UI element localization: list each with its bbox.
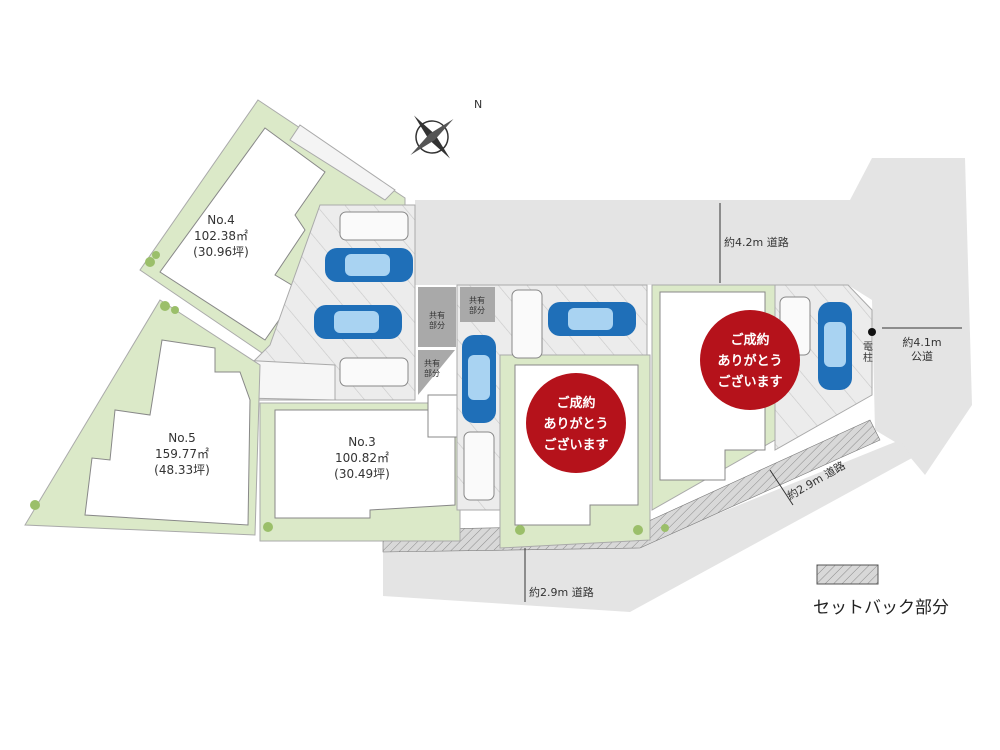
lot-5-building bbox=[84, 339, 251, 526]
lot-4-name: No.4 bbox=[207, 213, 235, 227]
lot-5-area: 159.77㎡ bbox=[155, 447, 209, 461]
lot-5-tsubo: (48.33坪) bbox=[154, 463, 210, 477]
east-road-width: 約4.1m bbox=[902, 335, 941, 349]
svg-text:ありがとう: ありがとう bbox=[717, 353, 782, 369]
utility-pole-label: 柱 bbox=[863, 351, 873, 364]
setback-legend-label: セットバック部分 bbox=[813, 598, 949, 618]
blue-car-cabin bbox=[345, 254, 390, 276]
shared-label: 部分 bbox=[429, 320, 445, 330]
white-car bbox=[511, 289, 543, 359]
north-road-label: 約4.2m 道路 bbox=[724, 235, 789, 249]
white-car bbox=[463, 431, 495, 501]
lot-5-name: No.5 bbox=[168, 431, 196, 445]
north-road bbox=[415, 158, 972, 475]
shared-part-1 bbox=[418, 287, 456, 347]
lot-4-tsubo: (30.96坪) bbox=[193, 245, 249, 259]
lot-3-name: No.3 bbox=[348, 435, 376, 449]
utility-pole-icon bbox=[868, 328, 876, 336]
cars bbox=[314, 211, 852, 501]
svg-text:ございます: ございます bbox=[543, 437, 608, 453]
blue-car-cabin bbox=[824, 322, 846, 367]
lot-4-building bbox=[159, 127, 326, 341]
white-car bbox=[339, 211, 409, 241]
compass-icon bbox=[410, 115, 454, 159]
south-road bbox=[383, 440, 912, 612]
shared-label: 共有 bbox=[429, 310, 445, 320]
stairs-north bbox=[289, 124, 396, 201]
trees bbox=[30, 251, 669, 535]
sold-badge-middle: ご成約 ありがとう ございます bbox=[526, 373, 626, 473]
lot-4-area: 102.38㎡ bbox=[194, 229, 248, 243]
compass-north-label: N bbox=[474, 98, 482, 111]
blue-car-cabin bbox=[568, 308, 613, 330]
shared-part-2 bbox=[460, 287, 495, 322]
white-car bbox=[339, 357, 409, 387]
east-road-type: 公道 bbox=[911, 349, 933, 363]
svg-text:ありがとう: ありがとう bbox=[543, 416, 608, 432]
south-road-label: 約2.9m 道路 bbox=[529, 585, 594, 599]
lot-3-annex bbox=[427, 394, 459, 438]
svg-text:ございます: ございます bbox=[717, 374, 782, 390]
lot-3-tsubo: (30.49坪) bbox=[334, 467, 390, 481]
utility-pole-label: 電 bbox=[863, 341, 873, 353]
shared-label: 共有 bbox=[424, 358, 440, 368]
shared-label: 部分 bbox=[469, 305, 485, 315]
svg-text:ご成約: ご成約 bbox=[730, 332, 769, 348]
sold-badge-east: ご成約 ありがとう ございます bbox=[700, 310, 800, 410]
shared-label: 共有 bbox=[469, 295, 485, 305]
setback-legend-swatch bbox=[816, 564, 879, 585]
blue-car-cabin bbox=[468, 355, 490, 400]
lot-3-area: 100.82㎡ bbox=[335, 451, 389, 465]
shared-part-3 bbox=[418, 350, 455, 395]
shared-label: 部分 bbox=[424, 368, 440, 378]
svg-text:ご成約: ご成約 bbox=[556, 395, 595, 411]
dimension-lines bbox=[524, 203, 962, 602]
blue-car-cabin bbox=[334, 311, 379, 333]
